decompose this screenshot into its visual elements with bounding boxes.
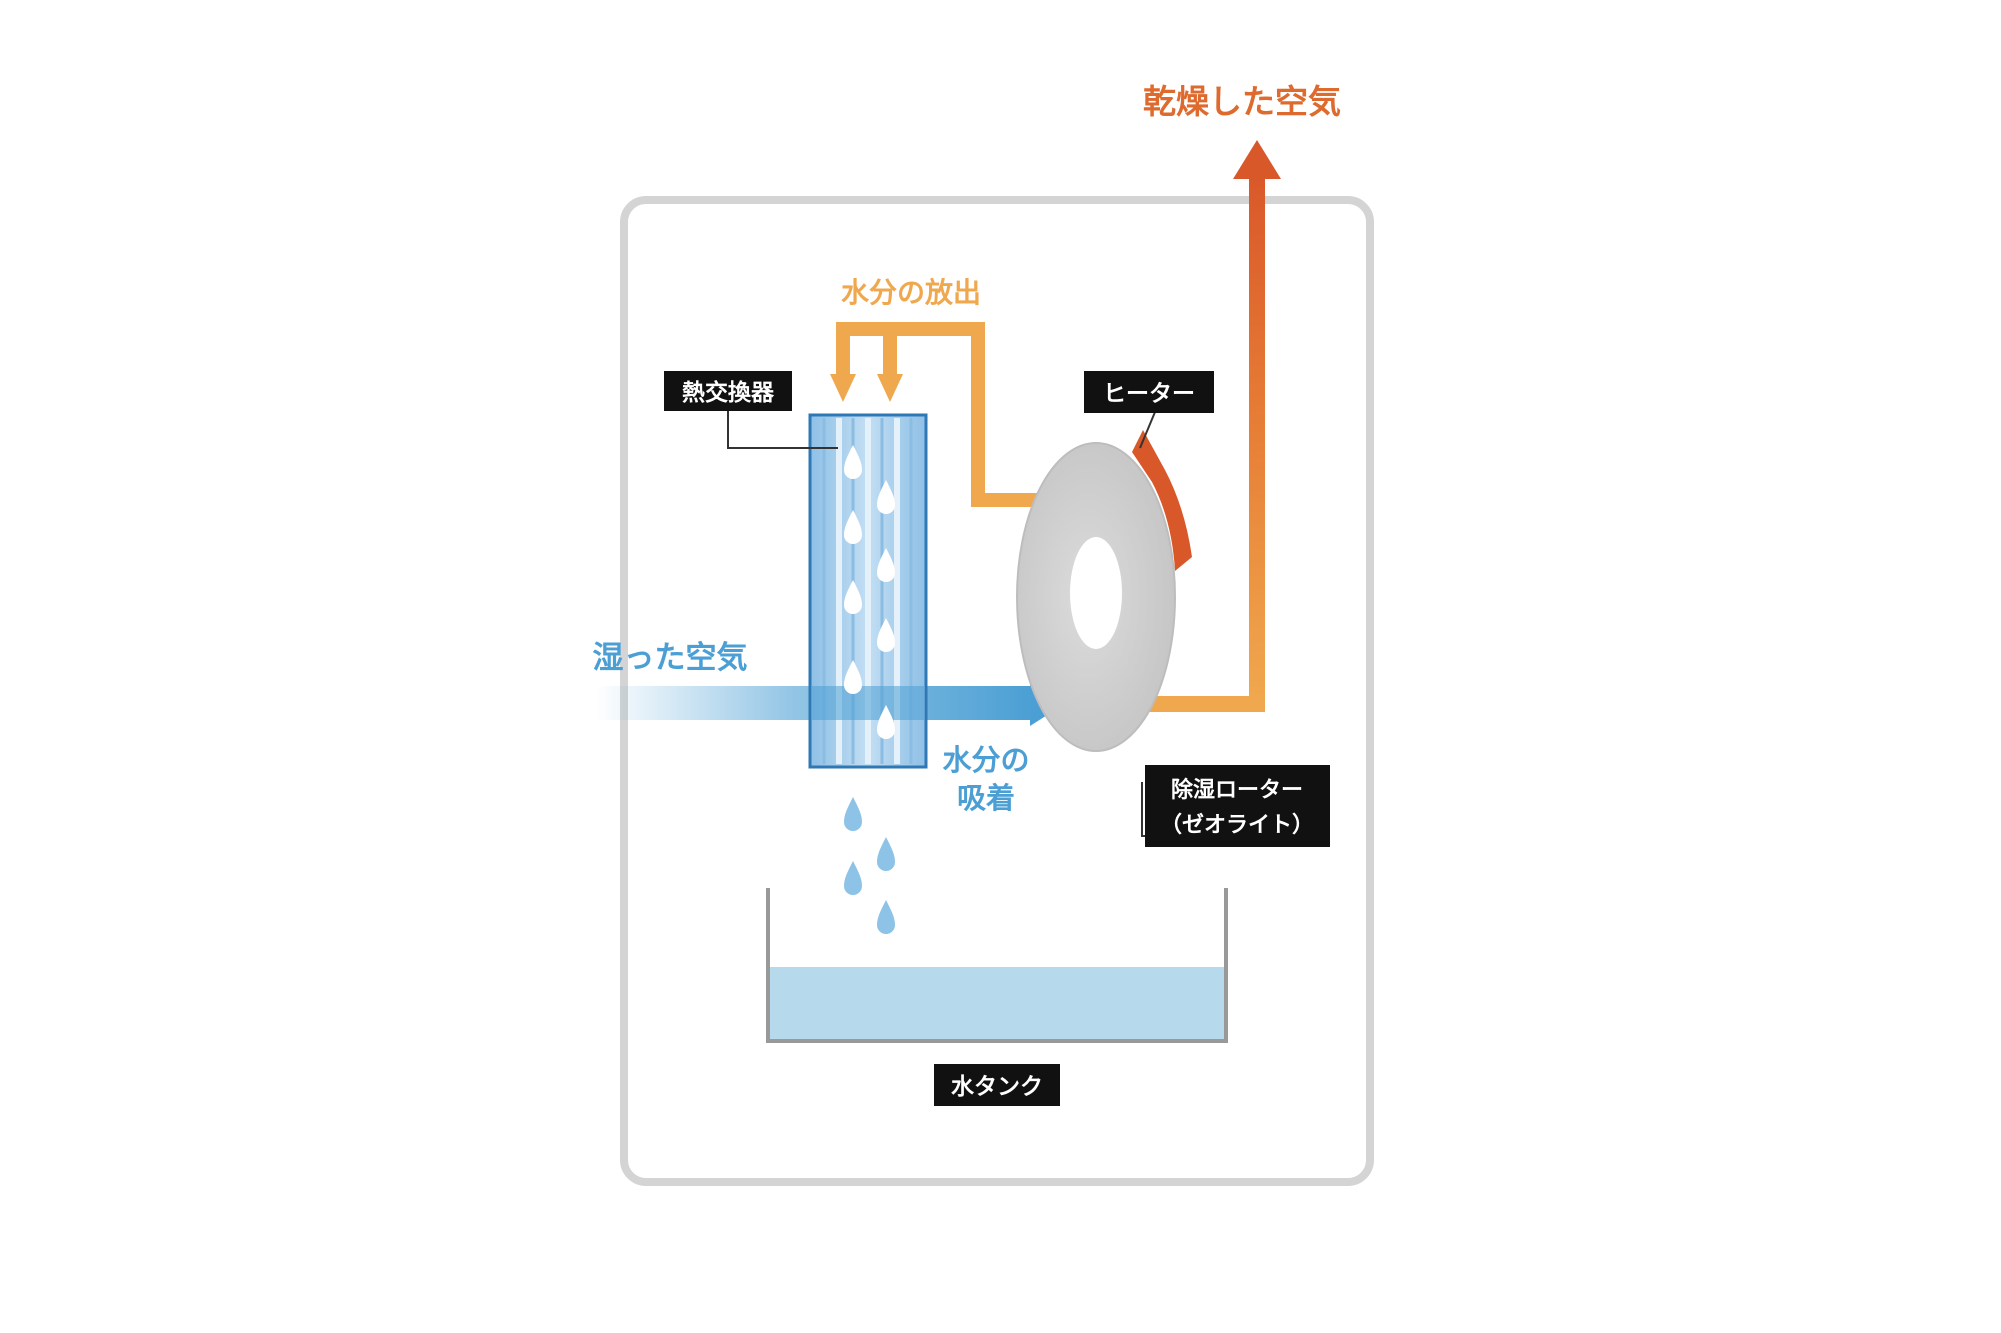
adsorption-label-line2: 吸着 [957, 781, 1015, 815]
heater-label: ヒーター [1084, 371, 1214, 413]
rotor-label-line2: （ゼオライト） [1160, 813, 1314, 838]
humid-air-through-exchanger [812, 686, 924, 720]
heater-leader-line [1139, 411, 1156, 449]
dry-air-label: 乾燥した空気 [1143, 82, 1341, 121]
rotor-label-line1: 除湿ローター [1171, 777, 1303, 803]
moisture-release-arrow [830, 322, 1092, 507]
dry-air-arrow [1148, 140, 1281, 712]
heater-label-text: ヒーター [1103, 381, 1195, 407]
heat-exchanger-label: 熱交換器 [664, 371, 792, 411]
water-tank-label-text: 水タンク [951, 1074, 1043, 1100]
humid-air-label: 湿った空気 [593, 640, 748, 676]
water-tank-label: 水タンク [934, 1064, 1060, 1106]
heat-exchanger-label-text: 熱交換器 [682, 379, 775, 406]
heat-exchanger-leader-line [727, 410, 838, 449]
rotor-label: 除湿ローター （ゼオライト） [1145, 765, 1330, 847]
falling-water-droplets [844, 797, 895, 934]
water-tank [766, 888, 1228, 1043]
heater [1132, 430, 1192, 571]
dehumidifying-rotor [1016, 442, 1176, 752]
tank-water [768, 967, 1224, 1041]
adsorption-label-line1: 水分の [942, 743, 1029, 777]
rotor-center-hole [1070, 537, 1122, 649]
moisture-release-label: 水分の放出 [841, 276, 981, 309]
